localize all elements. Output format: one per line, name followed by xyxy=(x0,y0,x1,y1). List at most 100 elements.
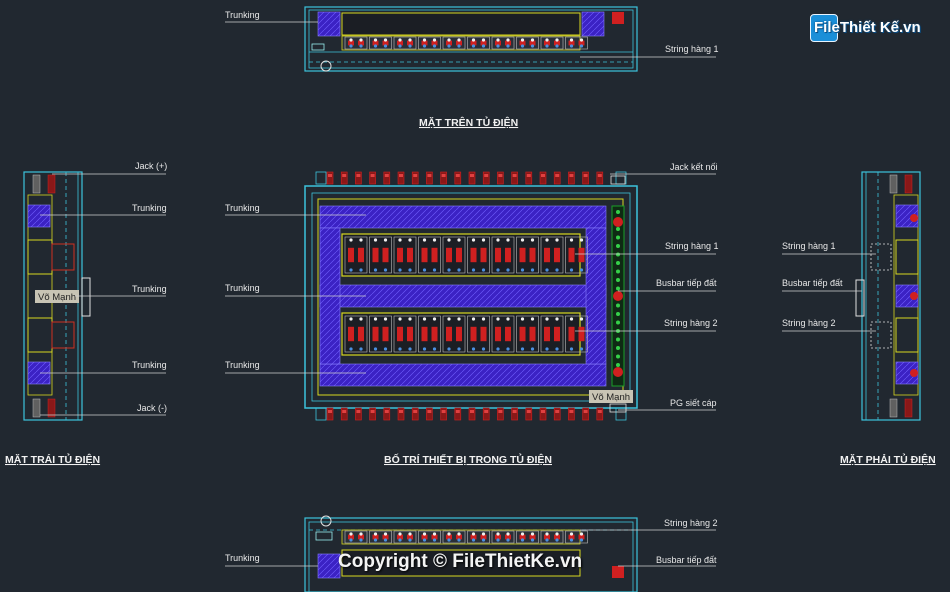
busbar-terminal xyxy=(616,269,620,274)
jack-connector xyxy=(426,407,433,421)
jack-connector xyxy=(440,171,447,185)
label-pg-gland: PG siết cáp xyxy=(670,398,717,408)
label-trunking-left-1: Trunking xyxy=(132,203,167,213)
breaker xyxy=(442,530,466,544)
busbar-terminal xyxy=(616,252,620,257)
jack-connector xyxy=(369,407,376,421)
breaker xyxy=(540,236,564,274)
bottom-view: String hàng 2 Trunking Busbar tiếp đất xyxy=(225,515,718,592)
jack-connector xyxy=(553,407,561,421)
busbar-terminal xyxy=(616,354,620,359)
author-tag xyxy=(589,390,633,403)
jack-connector xyxy=(568,171,575,185)
title-left-view: MẶT TRÁI TỦ ĐIỆN xyxy=(5,453,100,466)
breaker xyxy=(418,530,441,544)
left-view: Võ Mạnh Jack (+) Trunking Trunking Trunk… xyxy=(23,161,167,421)
breaker xyxy=(540,315,564,353)
trunking-vertical-right xyxy=(585,227,607,365)
jack-connector xyxy=(596,171,604,185)
breaker xyxy=(540,36,564,50)
jack-connector xyxy=(369,171,376,185)
logo-icon xyxy=(810,14,838,42)
breaker xyxy=(393,530,417,544)
label-string-1: String hàng 1 xyxy=(665,44,719,54)
jack-connector xyxy=(525,407,533,421)
busbar-terminal xyxy=(616,261,620,265)
jack-connector xyxy=(539,407,547,421)
jack-connector xyxy=(326,407,334,421)
jack-connector xyxy=(383,171,391,185)
busbar-terminal xyxy=(616,286,620,291)
jack-row-bottom xyxy=(326,407,604,421)
busbar-terminal xyxy=(616,235,620,240)
breaker xyxy=(344,36,368,50)
breaker xyxy=(418,315,441,353)
jack-connector xyxy=(426,171,433,185)
jack-connector xyxy=(539,171,547,185)
breaker xyxy=(467,36,490,50)
breaker xyxy=(442,36,466,50)
label-string-1-right: String hàng 1 xyxy=(782,241,836,251)
breaker-row-2 xyxy=(344,315,588,353)
jack-connector xyxy=(468,171,476,185)
breaker xyxy=(393,315,417,353)
busbar-terminal xyxy=(616,312,620,316)
jack-connector xyxy=(497,407,504,421)
label-trunking-1: Trunking xyxy=(225,203,260,213)
center-view: Võ Mạnh Trunking Trunking Trunking Jack … xyxy=(225,162,719,421)
breaker xyxy=(393,236,417,274)
label-jack-connect: Jack kết nối xyxy=(670,162,718,172)
jack-connector xyxy=(411,407,419,421)
jack-connector xyxy=(340,407,348,421)
trunking-upper xyxy=(319,205,607,229)
author-tag-text: Võ Mạnh xyxy=(592,392,630,403)
label-jack-negative: Jack (-) xyxy=(137,403,167,413)
title-center-view: BỐ TRÍ THIẾT BỊ TRONG TỦ ĐIỆN xyxy=(384,452,552,466)
author-tag-left-text: Võ Mạnh xyxy=(38,292,76,303)
busbar-terminal xyxy=(616,210,620,214)
label-trunking: Trunking xyxy=(225,10,260,20)
trunking-block xyxy=(317,11,341,37)
breaker-row-bottom xyxy=(344,530,588,544)
author-tag-left xyxy=(35,290,79,303)
title-top-view: MẶT TRÊN TỦ ĐIỆN xyxy=(419,116,518,129)
label-trunking-bottom: Trunking xyxy=(225,553,260,563)
breaker xyxy=(565,315,588,353)
label-string-2-bottom: String hàng 2 xyxy=(664,518,718,528)
breaker xyxy=(565,236,588,274)
jack-connector xyxy=(511,407,518,421)
busbar-terminal xyxy=(616,320,620,325)
label-trunking-3: Trunking xyxy=(225,360,260,370)
breaker xyxy=(393,36,417,50)
jack-connector xyxy=(497,171,504,185)
busbar-terminal xyxy=(616,337,620,342)
label-trunking-2: Trunking xyxy=(225,283,260,293)
breaker-row-1 xyxy=(344,236,588,274)
breaker xyxy=(344,236,368,274)
breaker xyxy=(369,530,392,544)
breaker xyxy=(491,36,515,50)
jack-connector xyxy=(340,171,348,185)
busbar-terminal xyxy=(616,244,620,248)
jack-connector xyxy=(582,171,589,185)
breaker xyxy=(491,315,515,353)
jack-connector xyxy=(440,407,447,421)
site-logo: FileThiết Kế.vn xyxy=(810,14,921,42)
label-busbar-bottom: Busbar tiếp đất xyxy=(656,555,717,565)
jack-connector xyxy=(397,407,405,421)
breaker xyxy=(418,36,441,50)
breaker xyxy=(467,315,490,353)
title-right-view: MẶT PHẢI TỦ ĐIỆN xyxy=(840,453,936,466)
label-string-2-right: String hàng 2 xyxy=(782,318,836,328)
jack-connector xyxy=(596,407,604,421)
trunking-lower xyxy=(319,363,607,387)
jack-connector xyxy=(454,171,462,185)
breaker xyxy=(565,36,588,50)
jack-connector xyxy=(454,407,462,421)
jack-connector xyxy=(326,171,334,185)
top-view: Trunking String hàng 1 xyxy=(225,6,719,72)
breaker xyxy=(344,530,368,544)
jack-row-top xyxy=(326,171,604,185)
breaker xyxy=(516,315,539,353)
